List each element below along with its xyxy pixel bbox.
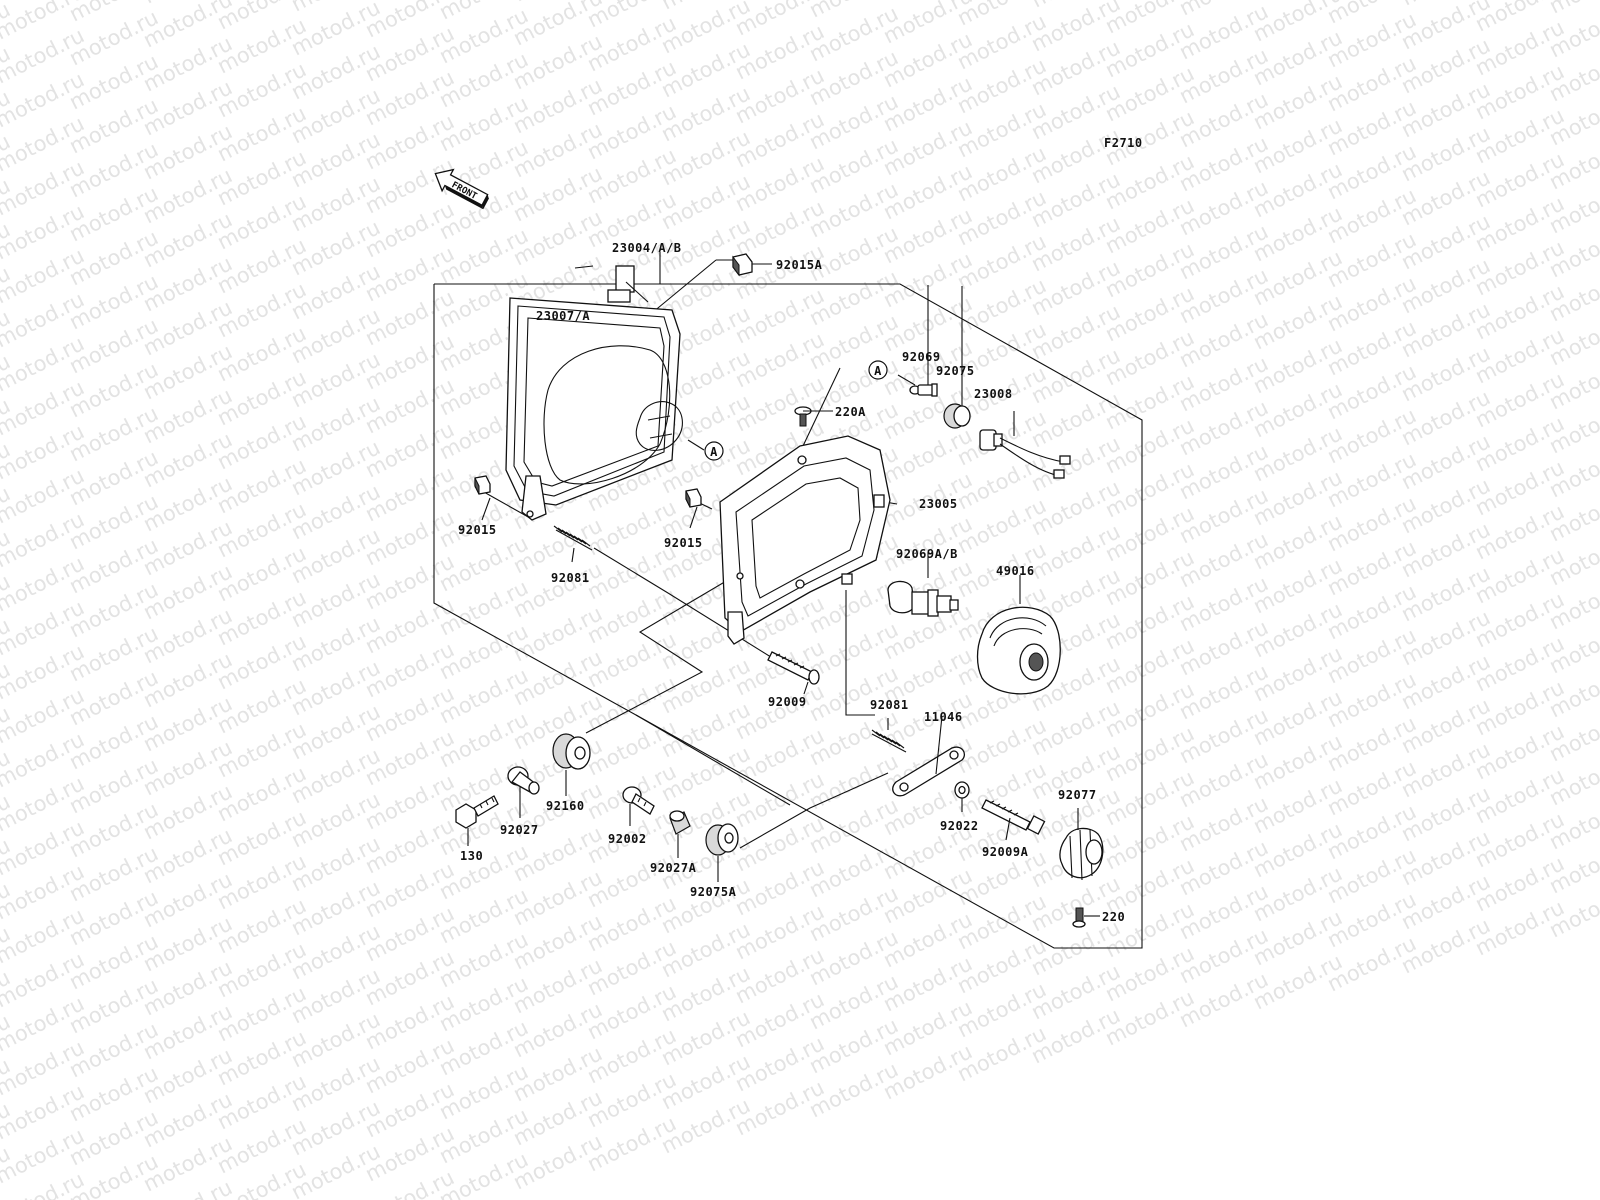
label-92015a: 92015A bbox=[776, 258, 823, 272]
label-130: 130 bbox=[460, 849, 483, 863]
bulb-92069[interactable] bbox=[909, 383, 938, 397]
grommet-92160[interactable] bbox=[552, 733, 591, 770]
headlight-rim[interactable] bbox=[719, 435, 891, 645]
label-23004: 23004/A/B bbox=[612, 241, 682, 255]
label-92069ab: 92069A/B bbox=[896, 547, 958, 561]
label-23005: 23005 bbox=[919, 497, 958, 511]
label-92015-left: 92015 bbox=[458, 523, 497, 537]
label-92002: 92002 bbox=[608, 832, 647, 846]
label-92027: 92027 bbox=[500, 823, 539, 837]
label-11046: 11046 bbox=[924, 710, 963, 724]
headlight-housing[interactable] bbox=[505, 265, 683, 521]
label-220: 220 bbox=[1102, 910, 1125, 924]
label-92075: 92075 bbox=[936, 364, 975, 378]
socket-23008[interactable] bbox=[979, 429, 1071, 479]
spring-92081-bottom[interactable] bbox=[871, 729, 907, 753]
label-92069: 92069 bbox=[902, 350, 941, 364]
collar-92027a[interactable] bbox=[669, 810, 691, 835]
label-220a: 220A bbox=[835, 405, 866, 419]
bolt-92009a[interactable] bbox=[981, 799, 1046, 835]
nut-92015a[interactable] bbox=[732, 253, 753, 277]
label-92160: 92160 bbox=[546, 799, 585, 813]
nut-92015-left[interactable] bbox=[474, 475, 491, 495]
callout-a-bulb-label: A bbox=[874, 364, 882, 378]
assembly-outline bbox=[433, 252, 1143, 949]
bolt-92009[interactable] bbox=[767, 651, 820, 685]
knob-92077[interactable] bbox=[1059, 827, 1104, 881]
label-92081-bottom: 92081 bbox=[870, 698, 909, 712]
screw-220[interactable] bbox=[1072, 907, 1086, 928]
bracket-11046[interactable] bbox=[892, 746, 966, 797]
callout-a-bulb: A bbox=[868, 360, 888, 380]
label-92077: 92077 bbox=[1058, 788, 1097, 802]
label-23008: 23008 bbox=[974, 387, 1013, 401]
collar-92027[interactable] bbox=[507, 766, 540, 795]
label-92015-mid: 92015 bbox=[664, 536, 703, 550]
leader-lines bbox=[467, 263, 1100, 917]
label-92027a: 92027A bbox=[650, 861, 697, 875]
guide-lines bbox=[474, 259, 1021, 849]
grommet-92075a[interactable] bbox=[705, 823, 739, 856]
spring-92081-top[interactable] bbox=[553, 525, 593, 551]
label-92081-top: 92081 bbox=[551, 571, 590, 585]
label-23007: 23007/A bbox=[536, 309, 590, 323]
bolt-130[interactable] bbox=[455, 795, 499, 829]
part-labels: 23004/A/B 23007/A 92015A 92069 92075 230… bbox=[458, 241, 1125, 924]
figure-code: F2710 bbox=[1104, 136, 1143, 150]
bulb-92069ab[interactable] bbox=[887, 580, 959, 617]
callout-a-housing-label: A bbox=[710, 445, 718, 459]
watermark-text: motod.ru bbox=[1545, 0, 1600, 18]
label-92022: 92022 bbox=[940, 819, 979, 833]
grommet-92075[interactable] bbox=[943, 403, 971, 429]
label-92009a: 92009A bbox=[982, 845, 1029, 859]
callout-a-housing: A bbox=[704, 441, 724, 461]
nut-92015-mid[interactable] bbox=[685, 488, 702, 508]
label-92075a: 92075A bbox=[690, 885, 737, 899]
dust-cover-49016[interactable] bbox=[976, 606, 1061, 695]
washer-92022[interactable] bbox=[954, 781, 970, 799]
label-92009: 92009 bbox=[768, 695, 807, 709]
bolt-92002[interactable] bbox=[622, 786, 655, 815]
label-49016: 49016 bbox=[996, 564, 1035, 578]
